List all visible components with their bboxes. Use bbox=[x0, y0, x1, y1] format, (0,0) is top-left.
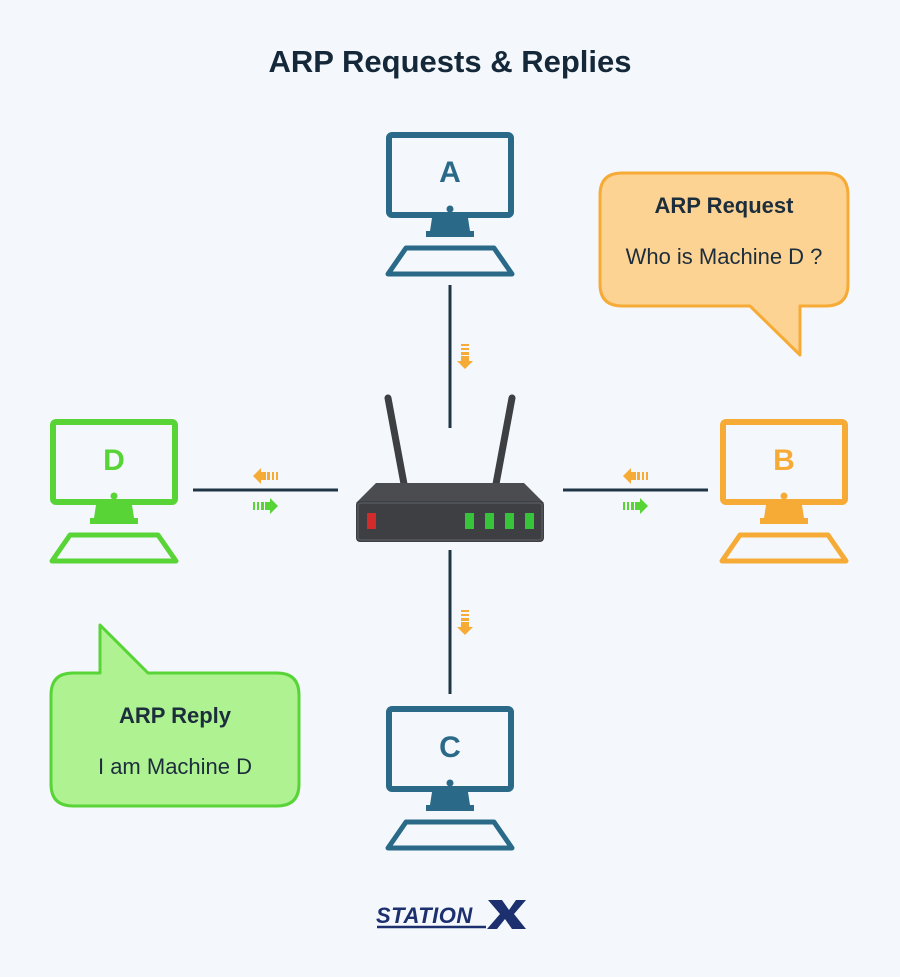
request-bubble-shape bbox=[598, 171, 850, 357]
monitor-icon bbox=[388, 709, 512, 848]
arp-reply-text: I am Machine D bbox=[97, 754, 253, 779]
machine-d-label: D bbox=[103, 444, 125, 477]
router-icon bbox=[356, 394, 544, 542]
reply-bubble-shape bbox=[49, 623, 301, 808]
request-arrow-left-d-icon bbox=[253, 468, 278, 484]
machine-c-label: C bbox=[439, 731, 461, 764]
monitor-icon bbox=[722, 422, 846, 561]
machine-a-label: A bbox=[439, 156, 461, 189]
stationx-logo: STATION bbox=[376, 900, 526, 929]
monitor-icon bbox=[52, 422, 176, 561]
machine-b-label: B bbox=[773, 444, 795, 477]
arp-request-bubble: ARP Request Who is Machine D ? bbox=[600, 173, 848, 306]
machine-a: A bbox=[388, 135, 512, 274]
reply-arrow-right-b-icon bbox=[623, 498, 648, 514]
arp-reply-title: ARP Reply bbox=[118, 703, 232, 728]
request-arrow-down-icon bbox=[457, 610, 473, 635]
reply-arrow-right-d-icon bbox=[253, 498, 278, 514]
svg-text:STATION: STATION bbox=[376, 903, 473, 928]
machine-b: B bbox=[722, 422, 846, 561]
machine-d: D bbox=[52, 422, 176, 561]
page-title: ARP Requests & Replies bbox=[268, 44, 632, 79]
request-arrow-left-b-icon bbox=[623, 468, 648, 484]
request-arrow-up-icon bbox=[457, 344, 473, 369]
arp-request-title: ARP Request bbox=[654, 193, 794, 218]
arp-request-text: Who is Machine D ? bbox=[625, 244, 823, 269]
machine-c: C bbox=[388, 709, 512, 848]
arp-reply-bubble: ARP Reply I am Machine D bbox=[51, 673, 299, 806]
